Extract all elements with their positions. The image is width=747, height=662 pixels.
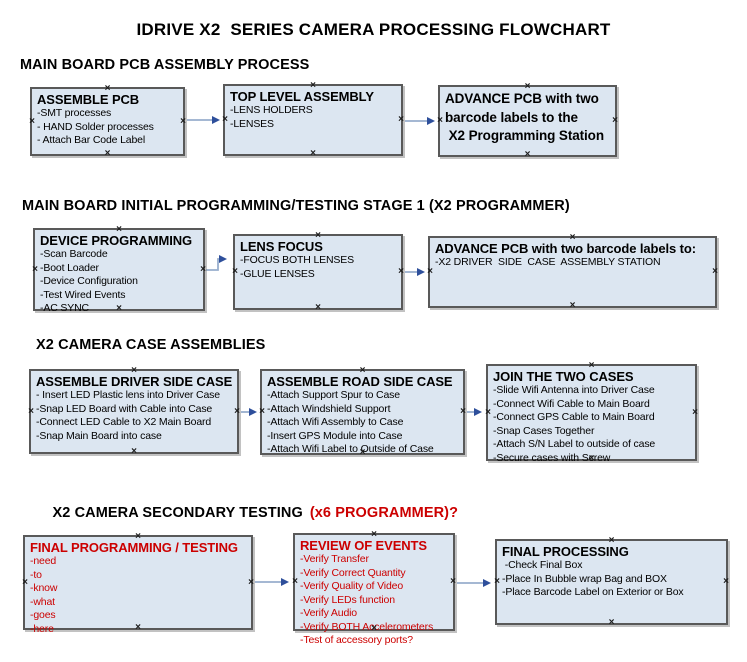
box-line: -Verify Transfer (300, 553, 369, 565)
section-heading-pcb-assembly: MAIN BOARD PCB ASSEMBLY PROCESS (20, 57, 310, 73)
box-title: FINAL PROCESSING (502, 544, 629, 559)
box-final-programming-testing[interactable]: FINAL PROGRAMMING / TESTING -need -to -k… (22, 532, 254, 635)
box-line: -Test of accessory ports? (300, 634, 413, 646)
box-line: -Attach Support Spur to Case (267, 389, 400, 401)
connection-point: × (485, 406, 491, 418)
box-line: -Place Barcode Label on Exterior or Box (502, 586, 684, 598)
section-heading-initial-programming: MAIN BOARD INITIAL PROGRAMMING/TESTING S… (22, 198, 570, 214)
box-line: -LENSES (230, 117, 274, 130)
box-line: -Connect GPS Cable to Main Board (493, 411, 655, 423)
box-line: -Verify BOTH Accelerometers (300, 620, 434, 633)
box-title: barcode labels to the (445, 109, 578, 125)
connector-elbow-arrow[interactable] (206, 255, 227, 271)
box-line: -Place In Bubble wrap Bag and BOX (502, 572, 667, 585)
box-line: -Verify Quality of Video (300, 580, 404, 592)
box-title: TOP LEVEL ASSEMBLY (230, 89, 374, 104)
connection-point: × (222, 114, 228, 125)
box-line: - Insert LED Plastic lens into Driver Ca… (36, 389, 220, 401)
box-line: -Snap LED Board with Cable into Case (36, 402, 213, 415)
box-line: -Verify Audio (300, 607, 357, 619)
heading-red-part: (x6 PROGRAMMER)? (309, 505, 459, 521)
box-line: -what (30, 595, 55, 608)
box-line: -LENS HOLDERS (230, 104, 313, 116)
box-line: -Check Final Box (502, 559, 583, 571)
box-line: -Snap Cases Together (493, 424, 595, 437)
connection-point: × (29, 115, 35, 127)
box-line: -Connect Wifi Cable to Main Board (493, 397, 650, 410)
box-lens-focus[interactable]: LENS FOCUS -FOCUS BOTH LENSES -GLUE LENS… (232, 231, 404, 313)
box-line: -here (30, 622, 54, 635)
connection-point: × (437, 115, 443, 126)
section-heading-secondary-testing: X2 CAMERA SECONDARY TESTING (x6 PROGRAMME… (36, 489, 458, 537)
box-line: -FOCUS BOTH LENSES (240, 254, 354, 266)
section-heading-case-assemblies: X2 CAMERA CASE ASSEMBLIES (36, 337, 266, 353)
connection-point: × (292, 576, 298, 587)
box-title: X2 Programming Station (445, 128, 604, 143)
connection-point: × (427, 266, 433, 277)
box-line: -Slide Wifi Antenna into Driver Case (493, 384, 655, 396)
box-line: - HAND Solder processes (37, 120, 154, 133)
connection-point: × (494, 576, 500, 587)
box-title: ASSEMBLE PCB (37, 92, 140, 107)
box-line: -Insert GPS Module into Case (267, 429, 403, 442)
box-line: -Attach Wifi Label to Outside of Case (267, 443, 434, 455)
box-line: -know (30, 582, 58, 594)
box-device-programming[interactable]: DEVICE PROGRAMMING -Scan Barcode -Boot L… (32, 225, 206, 315)
box-line: -AC SYNC (40, 302, 89, 314)
box-line: -Device Configuration (40, 275, 138, 287)
box-title: ADVANCE PCB with two barcode labels to: (435, 241, 696, 256)
box-line: -Test Wired Events (40, 288, 126, 301)
connection-point: × (22, 576, 28, 588)
box-line: -to (30, 568, 42, 581)
box-title: DEVICE PROGRAMMING (40, 233, 193, 248)
box-title: ASSEMBLE DRIVER SIDE CASE (36, 374, 233, 389)
box-title: REVIEW OF EVENTS (300, 538, 427, 553)
box-join-the-two-cases[interactable]: JOIN THE TWO CASES -Slide Wifi Antenna i… (485, 361, 698, 464)
connection-point: × (32, 263, 38, 275)
box-top-level-assembly[interactable]: TOP LEVEL ASSEMBLY -LENS HOLDERS -LENSES… (222, 81, 404, 159)
box-line: -Attach Wifi Assembly to Case (267, 416, 404, 428)
box-line: -Secure cases with Screw (493, 451, 611, 464)
box-line: -X2 DRIVER SIDE CASE ASSEMBLY STATION (435, 256, 661, 268)
box-line: - Attach Bar Code Label (37, 134, 146, 146)
connection-point: × (28, 405, 34, 417)
box-line: -GLUE LENSES (240, 267, 315, 280)
box-line: -goes (30, 609, 56, 621)
box-advance-pcb-programming-station[interactable]: ADVANCE PCB with two barcode labels to t… (437, 82, 618, 160)
box-title: FINAL PROGRAMMING / TESTING (30, 540, 238, 555)
box-line: -Connect LED Cable to X2 Main Board (36, 416, 212, 428)
box-assemble-road-side-case[interactable]: ASSEMBLE ROAD SIDE CASE -Attach Support … (259, 366, 466, 458)
box-line: -Boot Loader (40, 261, 99, 274)
heading-black-part: X2 CAMERA SECONDARY TESTING (52, 505, 303, 521)
connection-point: × (232, 266, 238, 277)
box-line: -Snap Main Board into case (36, 429, 162, 442)
box-line: -Verify LEDs function (300, 593, 395, 606)
box-line: -Scan Barcode (40, 248, 108, 260)
box-final-processing[interactable]: FINAL PROCESSING -Check Final Box -Place… (494, 536, 729, 628)
page-title: IDRIVE X2 SERIES CAMERA PROCESSING FLOWC… (136, 20, 611, 39)
box-line: -Attach Windshield Support (267, 402, 391, 415)
box-assemble-driver-side-case[interactable]: ASSEMBLE DRIVER SIDE CASE - Insert LED P… (28, 366, 240, 457)
box-assemble-pcb[interactable]: ASSEMBLE PCB -SMT processes - HAND Solde… (29, 84, 186, 159)
box-title: ADVANCE PCB with two (445, 91, 599, 106)
box-line: -Attach S/N Label to outside of case (493, 438, 656, 450)
box-advance-pcb-case-assembly-station[interactable]: ADVANCE PCB with two barcode labels to: … (427, 233, 718, 311)
box-title: LENS FOCUS (240, 239, 323, 254)
box-line: -SMT processes (37, 107, 112, 119)
box-line: -need (30, 555, 57, 567)
box-line: -Verify Correct Quantity (300, 566, 406, 579)
box-title: ASSEMBLE ROAD SIDE CASE (267, 374, 453, 389)
box-review-of-events[interactable]: REVIEW OF EVENTS -Verify Transfer -Verif… (292, 530, 456, 647)
box-title: JOIN THE TWO CASES (493, 369, 634, 384)
connection-point: × (259, 406, 265, 417)
